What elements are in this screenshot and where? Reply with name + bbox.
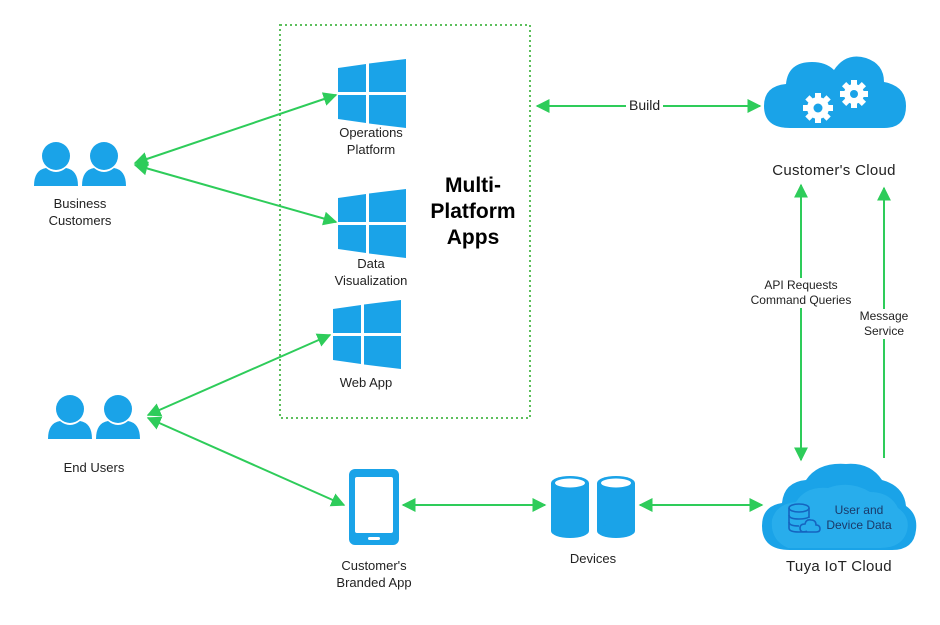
label-line: Operations [339, 125, 403, 140]
build-edge-label: Build [626, 97, 664, 113]
group-title-line: Apps [446, 226, 500, 249]
tuya-cloud-inner-label: User and Device Data [812, 503, 906, 533]
arrow-business-dataviz [133, 161, 338, 226]
label-line: Device Data [826, 518, 892, 532]
group-title-line: Multi- [445, 174, 501, 197]
label-line: Platform [346, 142, 396, 157]
label-line: Data [357, 256, 385, 271]
windows-logo-icon [333, 300, 401, 369]
group-title-line: Platform [430, 200, 516, 223]
operations-platform-label: Operations Platform [316, 124, 426, 158]
cloud-database-icon [762, 463, 917, 550]
arrow-business-operations [133, 92, 338, 166]
user-pair-icon [34, 142, 126, 186]
label-line: Service [863, 324, 904, 338]
web-app-label: Web App [339, 375, 393, 390]
label-line: Branded App [336, 575, 412, 590]
windows-logo-icon [338, 189, 406, 258]
label-line: User and [834, 503, 884, 517]
group-title: Multi- Platform Apps [418, 173, 528, 251]
tuya-cloud-label: Tuya IoT Cloud [786, 558, 892, 575]
arrow-endusers-branded [146, 416, 346, 507]
label-line: Command Queries [750, 293, 852, 307]
customer-cloud-label: Customer's Cloud [772, 162, 896, 179]
end-users-label: End Users [63, 460, 125, 475]
label-line: Customers [48, 213, 112, 228]
label-line: Visualization [334, 273, 408, 288]
cylinder-pair-icon [551, 476, 635, 538]
devices-label: Devices [569, 551, 617, 566]
cloud-gears-icon [764, 56, 906, 128]
label-line: Customer's [341, 558, 407, 573]
label-line: Message [859, 309, 909, 323]
api-requests-label: API Requests Command Queries [740, 278, 862, 308]
label-line: Business [53, 196, 107, 211]
user-pair-icon [48, 395, 140, 439]
windows-logo-icon [338, 59, 406, 128]
multi-platform-group-box [279, 24, 531, 419]
smartphone-icon [349, 469, 399, 545]
business-customers-label: Business Customers [20, 195, 140, 229]
arrow-endusers-webapp [146, 333, 332, 417]
data-visualization-label: Data Visualization [316, 255, 426, 289]
branded-app-label: Customer's Branded App [314, 557, 434, 591]
message-service-label: Message Service [852, 309, 916, 339]
label-line: API Requests [764, 278, 838, 292]
